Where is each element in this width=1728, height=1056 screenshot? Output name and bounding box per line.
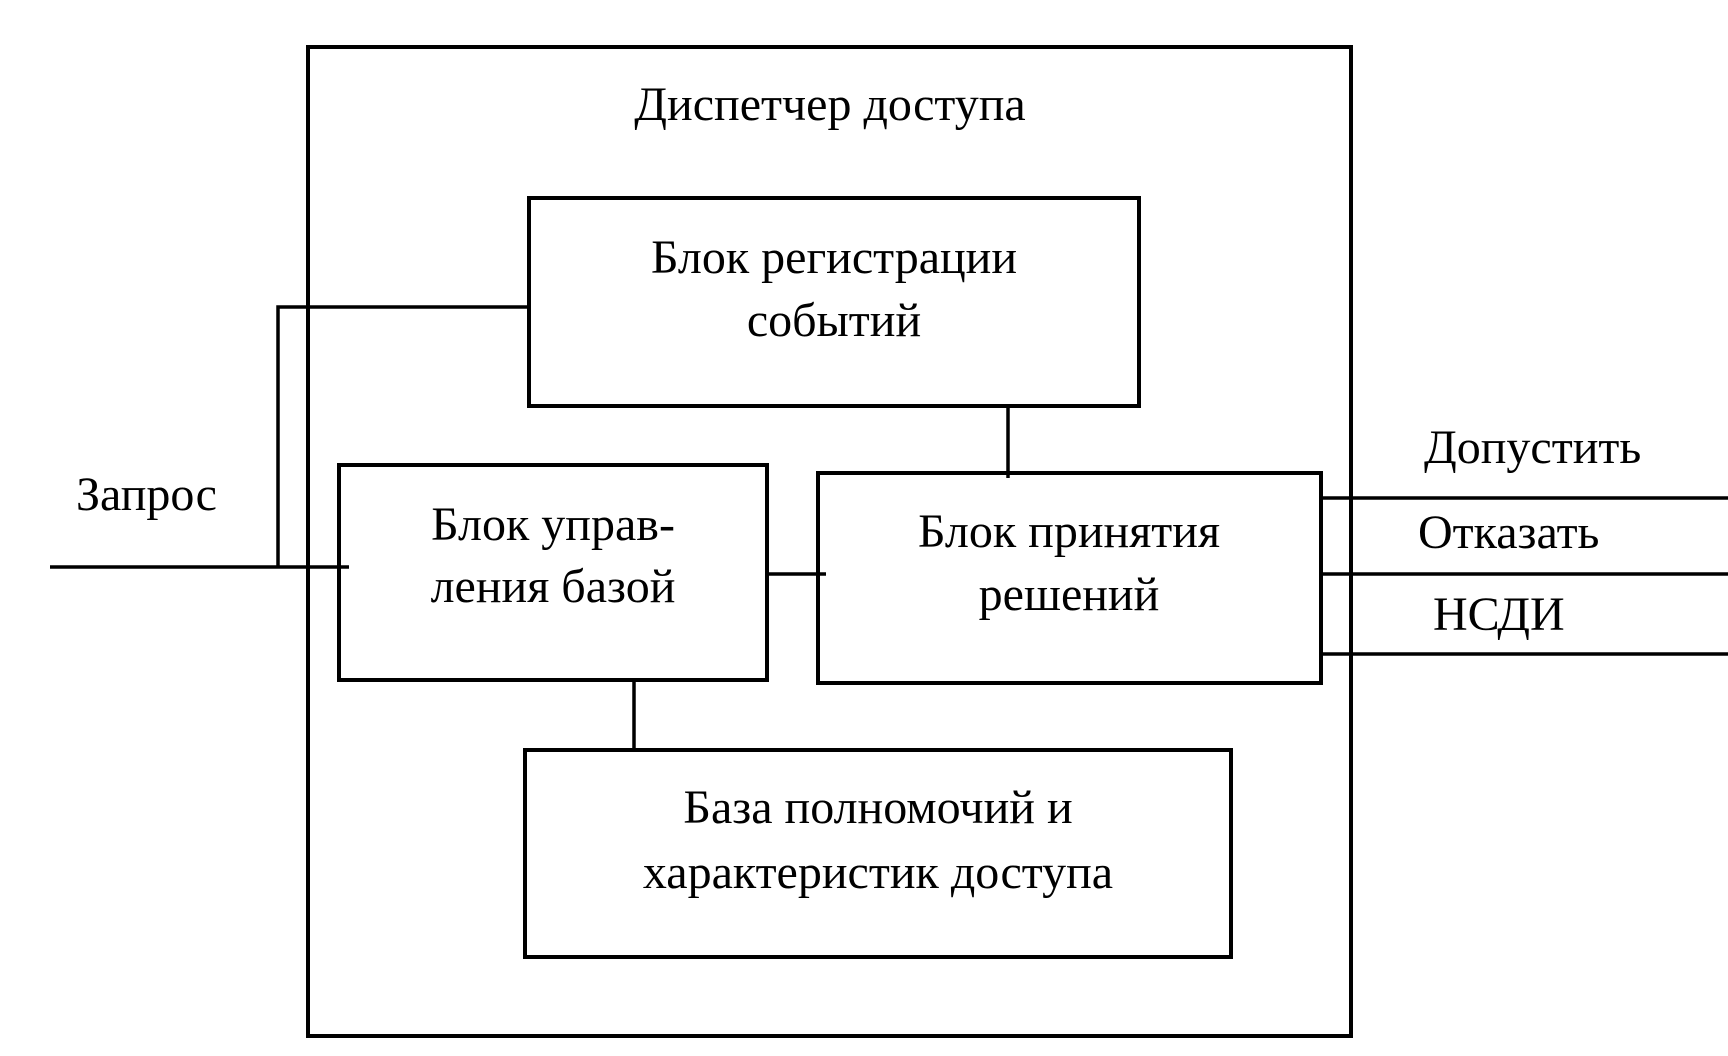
output-label-deny: Отказать (1418, 506, 1599, 559)
output-label-allow: Допустить (1424, 421, 1641, 474)
authority-base-block (523, 748, 1233, 959)
event-log-block (527, 196, 1141, 408)
output-label-nsdi: НСДИ (1433, 588, 1565, 641)
access-dispatcher-title: Диспетчер доступа (634, 78, 1025, 131)
authority-base-block-line-2: характеристик доступа (643, 846, 1113, 899)
decision-block-line-2: решений (979, 568, 1160, 621)
decision-block-line-1: Блок принятия (918, 505, 1220, 558)
request-to-event-log-connector (276, 305, 529, 567)
request-label: Запрос (76, 468, 217, 521)
event-log-block-line-1: Блок регистрации (651, 231, 1017, 284)
base-control-block-line-1: Блок управ- (431, 498, 675, 551)
authority-base-block-line-1: База полномочий и (683, 781, 1072, 834)
decision-block (816, 471, 1323, 685)
base-control-block-line-2: ления базой (431, 560, 676, 613)
access-dispatcher-frame (306, 45, 1353, 1038)
event-log-block-line-2: событий (747, 294, 921, 347)
